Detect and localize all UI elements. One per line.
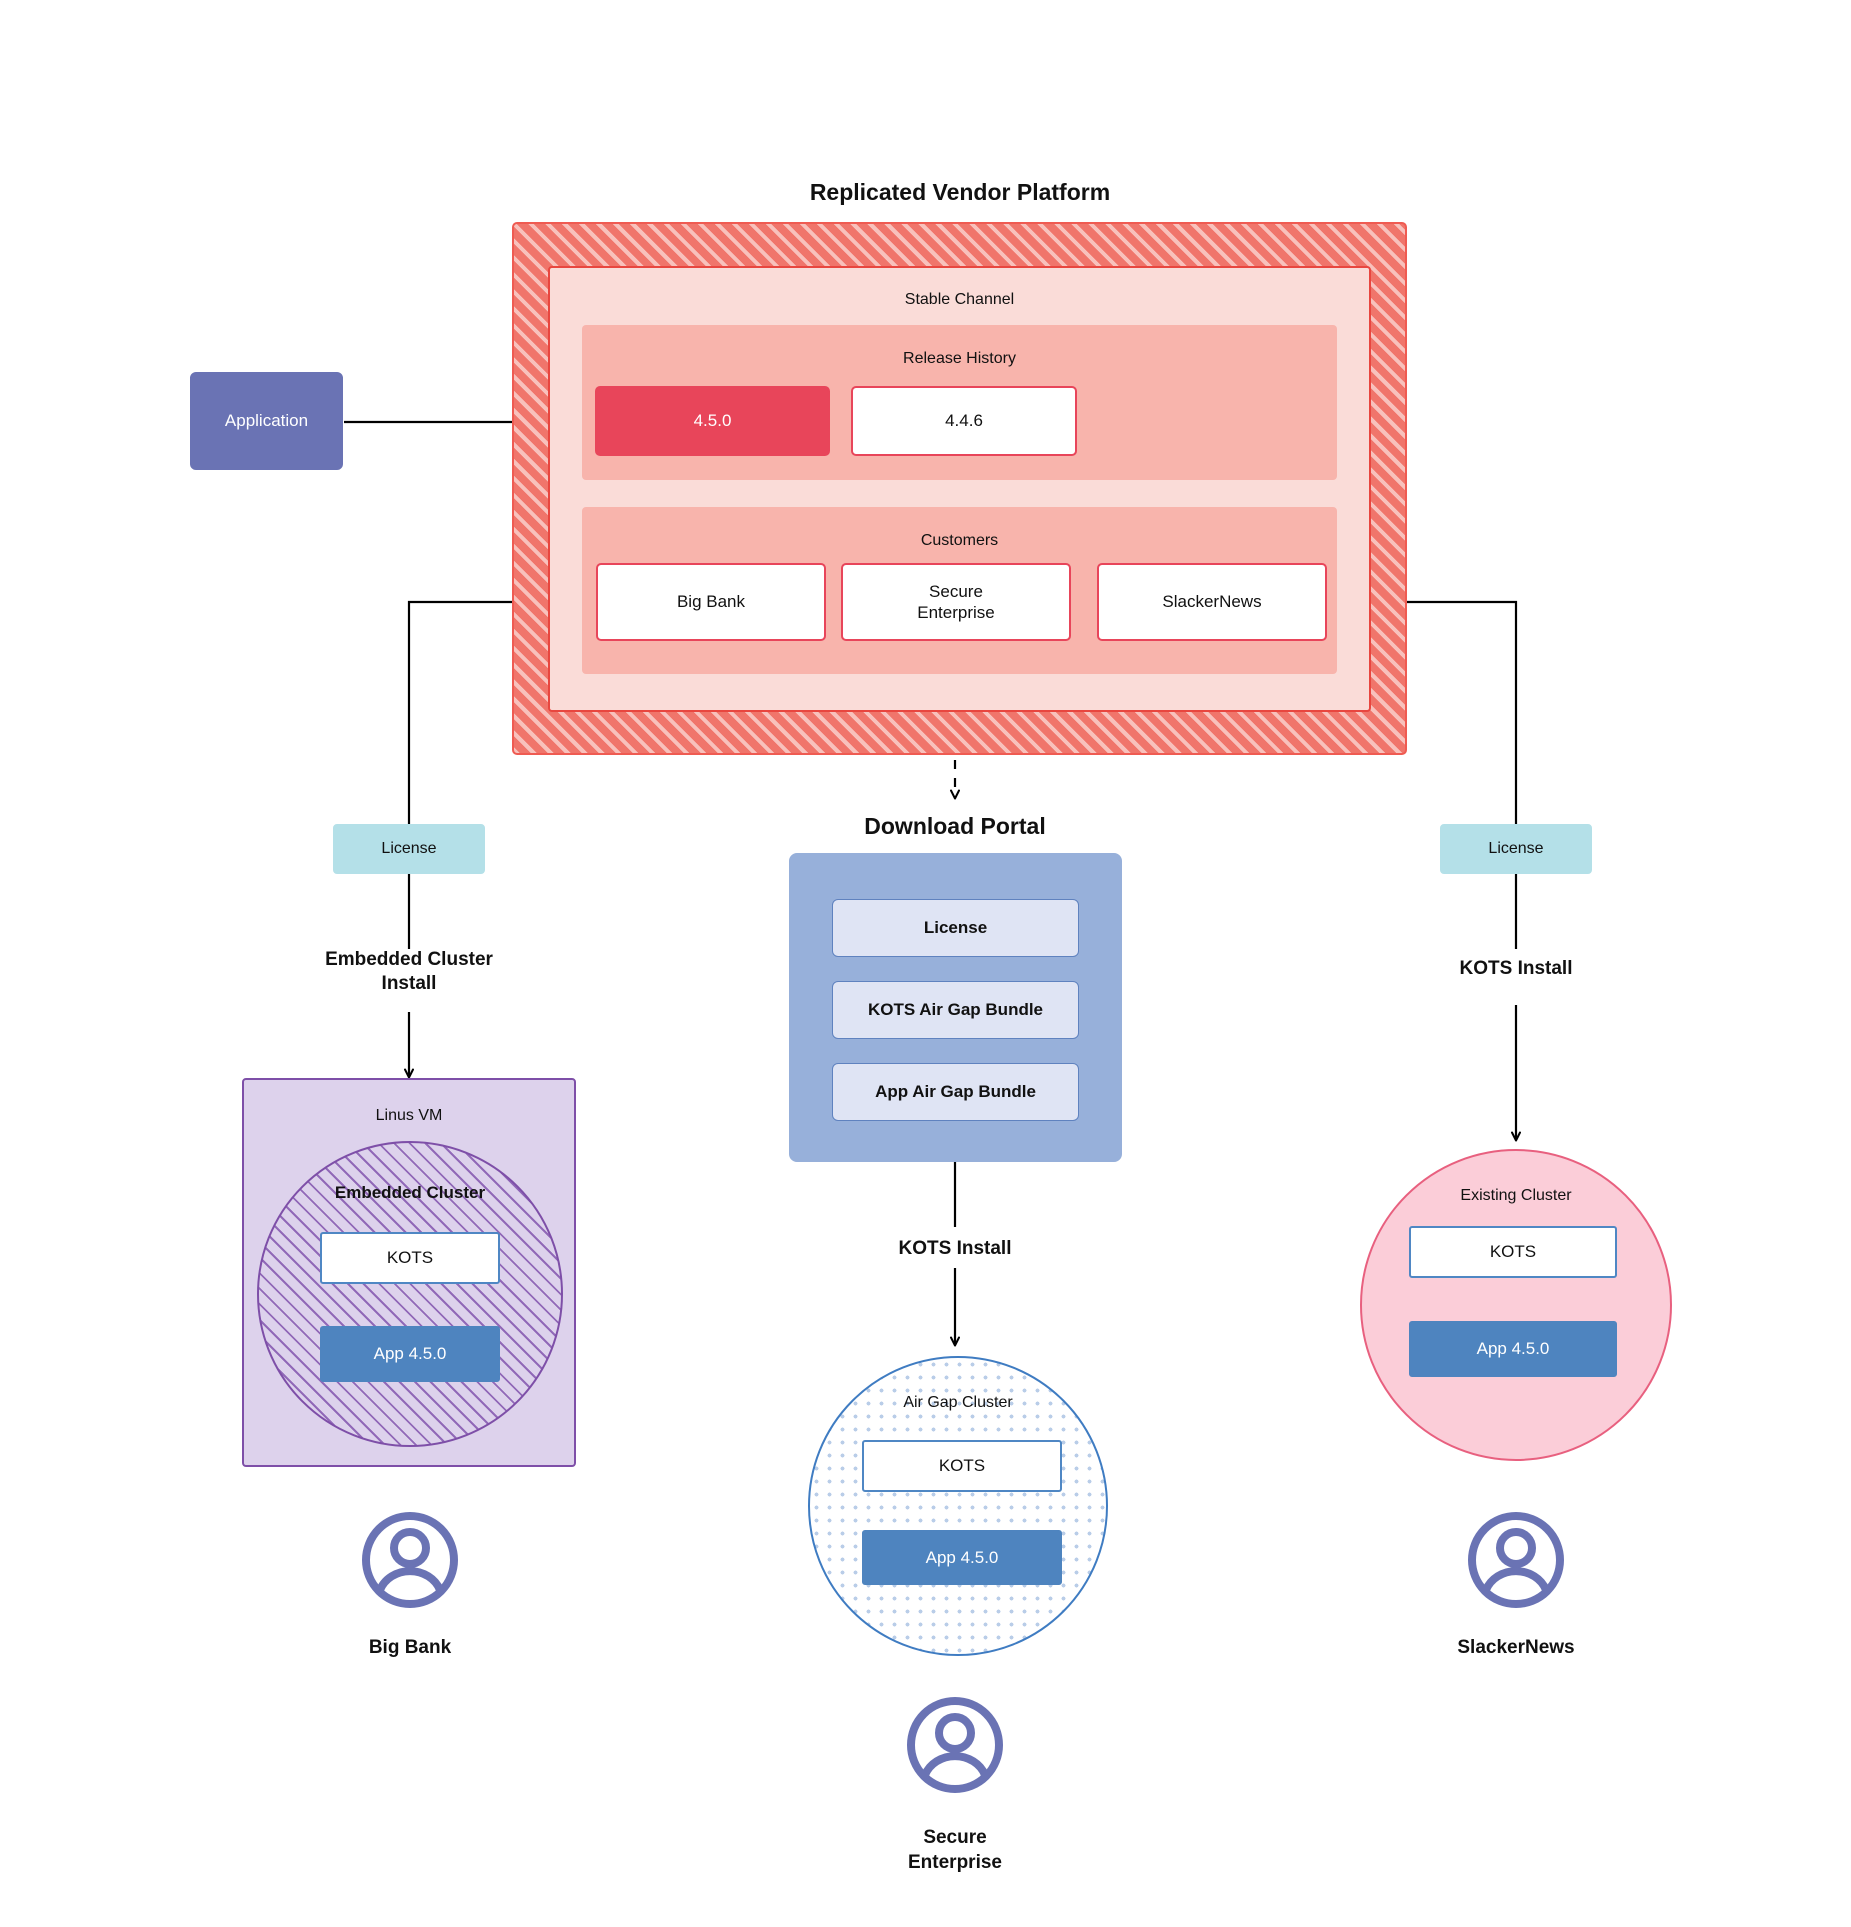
left-license-chip[interactable]: License (333, 824, 485, 874)
customer-chip-label: Big Bank (676, 592, 746, 612)
linus-vm-label: Linus VM (375, 1107, 443, 1124)
air-gap-cluster-label: Air Gap Cluster (903, 1394, 1013, 1411)
application-node[interactable]: Application (190, 372, 343, 470)
release-chip-previous[interactable]: 4.4.6 (851, 386, 1077, 456)
left-persona-avatar (360, 1510, 460, 1610)
center-kots-box[interactable]: KOTS (862, 1440, 1062, 1492)
right-app-version-box[interactable]: App 4.5.0 (1409, 1321, 1617, 1377)
customer-chip-label: SlackerNews (1162, 592, 1262, 612)
release-chip-current[interactable]: 4.5.0 (595, 386, 830, 456)
left-install-label: Embedded Cluster Install (325, 949, 493, 994)
customer-chip-slackernews[interactable]: SlackerNews (1097, 563, 1327, 641)
user-avatar-icon (362, 1512, 458, 1608)
left-app-version-box[interactable]: App 4.5.0 (320, 1326, 500, 1382)
portal-item-kots-airgap-bundle[interactable]: KOTS Air Gap Bundle (832, 981, 1079, 1039)
center-app-version-box[interactable]: App 4.5.0 (862, 1530, 1062, 1585)
customer-chip-secure-enterprise[interactable]: Secure Enterprise (841, 563, 1071, 641)
right-install-label: KOTS Install (1459, 958, 1573, 979)
embedded-cluster-label: Embedded Cluster (334, 1183, 486, 1202)
customer-chip-big-bank[interactable]: Big Bank (596, 563, 826, 641)
air-gap-cluster-circle (808, 1356, 1108, 1656)
download-portal-title: Download Portal (864, 813, 1046, 839)
customers-title: Customers (920, 532, 999, 549)
center-install-label: KOTS Install (898, 1238, 1012, 1259)
user-avatar-icon (907, 1697, 1003, 1793)
left-kots-box[interactable]: KOTS (320, 1232, 500, 1284)
existing-cluster-label: Existing Cluster (1460, 1187, 1572, 1204)
release-history-title: Release History (903, 350, 1016, 367)
right-kots-box[interactable]: KOTS (1409, 1226, 1617, 1278)
right-persona-label: SlackerNews (1457, 1637, 1575, 1658)
portal-item-license[interactable]: License (832, 899, 1079, 957)
embedded-cluster-circle (257, 1141, 563, 1447)
user-avatar-icon (1468, 1512, 1564, 1608)
customer-chip-label: Secure Enterprise (917, 581, 995, 622)
existing-cluster-circle (1360, 1149, 1672, 1461)
center-persona-avatar (905, 1695, 1005, 1795)
center-persona-label: Secure Enterprise (908, 1827, 1002, 1873)
right-license-chip[interactable]: License (1440, 824, 1592, 874)
left-persona-label: Big Bank (368, 1637, 452, 1658)
right-persona-avatar (1466, 1510, 1566, 1610)
platform-title: Replicated Vendor Platform (809, 179, 1111, 205)
stable-channel-title: Stable Channel (904, 291, 1015, 308)
portal-item-app-airgap-bundle[interactable]: App Air Gap Bundle (832, 1063, 1079, 1121)
